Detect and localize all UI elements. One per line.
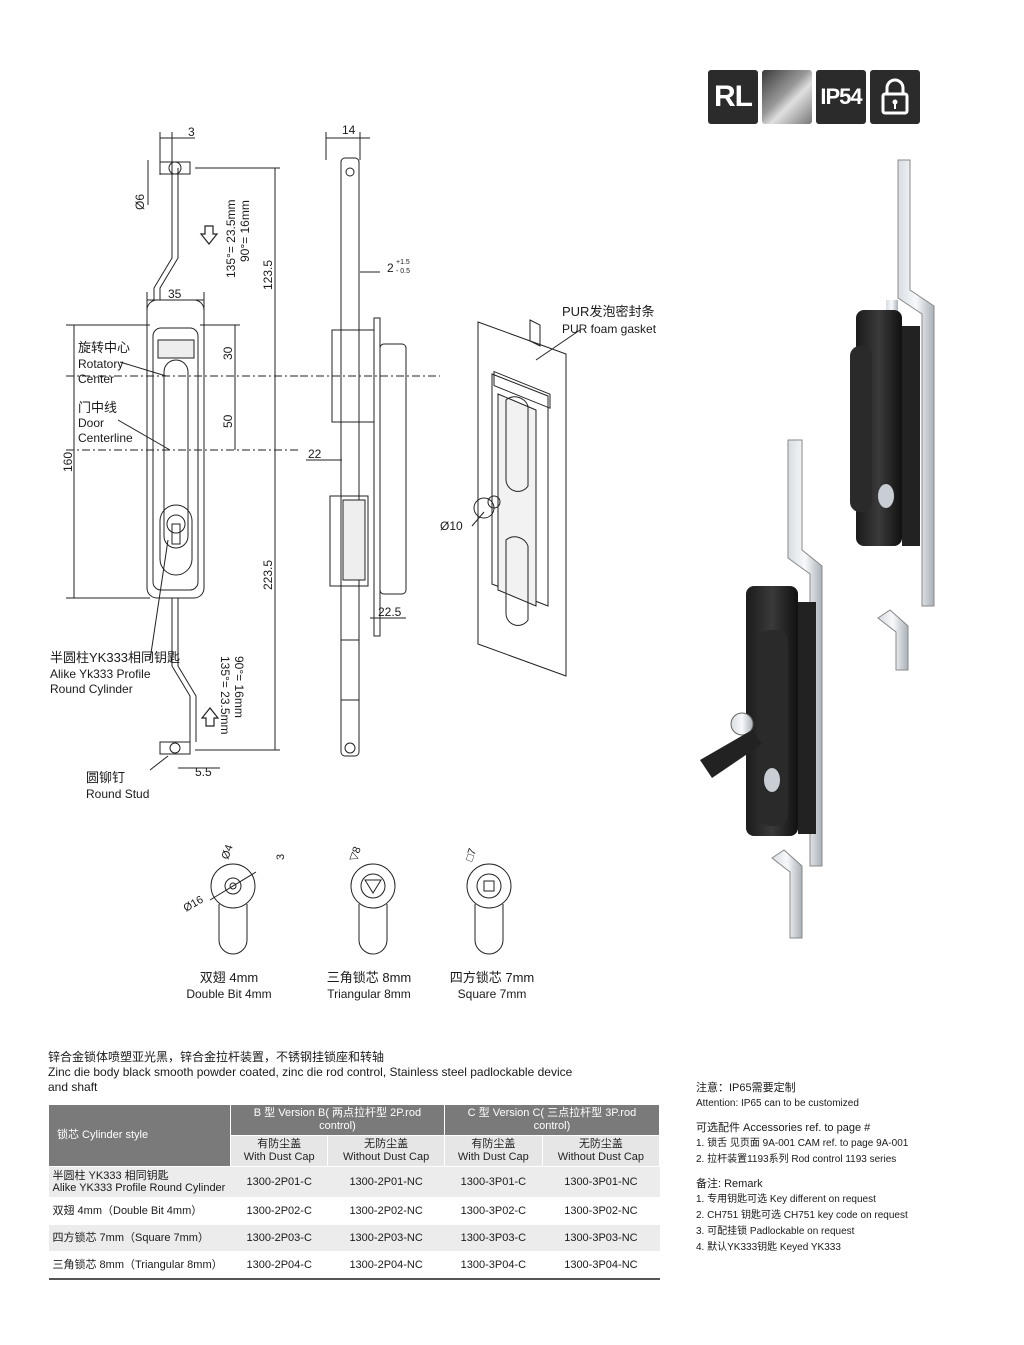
cyl2-dim-a: ▽8 — [348, 845, 364, 863]
material-en1: Zinc die body black smooth powder coated… — [48, 1065, 573, 1079]
rotatory-center-en1: Rotatory — [78, 357, 123, 371]
remark-3: 3. 可配挂锁 Padlockable on request — [696, 1226, 855, 1237]
dim-30: 30 — [221, 346, 235, 360]
dim-14: 14 — [342, 123, 356, 137]
cylinder-label-en1: Alike Yk333 Profile — [50, 667, 151, 681]
bot-angle-1: 90°= 16mm — [232, 656, 246, 718]
round-stud-en: Round Stud — [86, 787, 149, 801]
dim-123-5: 123.5 — [261, 260, 275, 290]
dim-5-5: 5.5 — [195, 765, 212, 779]
dim-160: 160 — [61, 452, 75, 472]
cyl2-cn: 三角锁芯 8mm — [327, 970, 412, 985]
material-cn: 锌合金锁体喷塑亚光黑，锌合金拉杆装置，不锈钢挂锁座和转轴 — [48, 1050, 385, 1064]
top-angle-2: 90°= 16mm — [238, 200, 252, 262]
accessory-2: 2. 拉杆装置1193系列 Rod control 1193 series — [696, 1154, 897, 1165]
dim-d10: Ø10 — [440, 519, 463, 533]
cylinder-label-en2: Round Cylinder — [50, 682, 133, 696]
round-stud-cn: 圆铆钉 — [86, 770, 125, 785]
cyl3-dim-a: □7 — [464, 847, 480, 863]
cylinder-style-header: 锁芯 Cylinder style — [48, 1104, 231, 1167]
rod-photo-badge — [762, 70, 812, 124]
cylinder-label-cn: 半圆柱YK333相同钥匙 — [50, 650, 180, 665]
rotatory-center-en2: Center — [78, 372, 114, 386]
remark-title: 备注: Remark — [696, 1178, 763, 1190]
cyl1-en: Double Bit 4mm — [186, 987, 271, 1001]
door-centerline-cn: 门中线 — [78, 400, 117, 415]
dim-2-tol-up: +1.5 — [396, 259, 410, 266]
cyl1-dim-a: Ø4 — [220, 843, 236, 861]
cyl3-en: Square 7mm — [458, 987, 527, 1001]
dim-d6: Ø6 — [133, 194, 147, 210]
rl-badge: RL — [708, 70, 758, 124]
cyl3-cn: 四方锁芯 7mm — [450, 970, 535, 985]
product-photo — [700, 159, 935, 939]
remark-4: 4. 默认YK333钥匙 Keyed YK333 — [696, 1242, 841, 1253]
cyl1-cn: 双翅 4mm — [200, 970, 259, 985]
gasket-cn: PUR发泡密封条 — [562, 304, 654, 319]
attention-cn: 注意：IP65需要定制 — [696, 1082, 796, 1094]
notes-panel: 注意：IP65需要定制 Attention: IP65 can to be cu… — [696, 1080, 996, 1256]
cyl2-en: Triangular 8mm — [327, 987, 411, 1001]
material-description: 锌合金锁体喷塑亚光黑，锌合金拉杆装置，不锈钢挂锁座和转轴 Zinc die bo… — [48, 1050, 648, 1095]
dim-3: 3 — [188, 125, 195, 139]
door-centerline-en1: Door — [78, 416, 104, 430]
ordering-table: 锁芯 Cylinder style B 型 Version B( 两点拉杆型 2… — [48, 1104, 661, 1280]
padlock-icon — [870, 70, 920, 124]
gasket-en: PUR foam gasket — [562, 322, 657, 336]
rotatory-center-cn: 旋转中心 — [78, 340, 130, 355]
cyl1-dim-c: Ø16 — [182, 894, 206, 915]
remark-2: 2. CH751 钥匙可选 CH751 key code on request — [696, 1210, 908, 1221]
material-en2: and shaft — [48, 1080, 98, 1094]
top-angle-1: 135°= 23.5mm — [224, 199, 238, 278]
accessory-1: 1. 锁舌 见页面 9A-001 CAM ref. to page 9A-001 — [696, 1138, 909, 1149]
ip54-badge: IP54 — [816, 70, 866, 124]
dim-35: 35 — [168, 287, 182, 301]
version-c-header: C 型 Version C( 三点拉杆型 3P.rod control) — [443, 1104, 661, 1136]
dim-50: 50 — [221, 414, 235, 428]
remark-1: 1. 专用钥匙可选 Key different on request — [696, 1194, 876, 1205]
door-centerline-en2: Centerline — [78, 431, 133, 445]
dim-22-5: 22.5 — [378, 605, 402, 619]
attention-en: Attention: IP65 can to be customized — [696, 1098, 859, 1109]
accessories-title: 可选配件 Accessories ref. to page # — [696, 1122, 871, 1134]
dim-223-5: 223.5 — [261, 560, 275, 590]
dim-2: 2 — [387, 261, 394, 275]
cyl1-dim-b: 3 — [275, 854, 287, 860]
feature-badges: RL IP54 — [708, 70, 920, 124]
technical-drawing: 3 14 Ø6 35 30 50 160 123.5 223.5 135°= 2… — [50, 123, 657, 1001]
bot-angle-2: 135°= 23.5mm — [218, 656, 232, 735]
version-b-header: B 型 Version B( 两点拉杆型 2P.rod control) — [230, 1104, 445, 1136]
dim-2-tol-dn: - 0.5 — [396, 268, 410, 275]
dim-22: 22 — [308, 447, 322, 461]
